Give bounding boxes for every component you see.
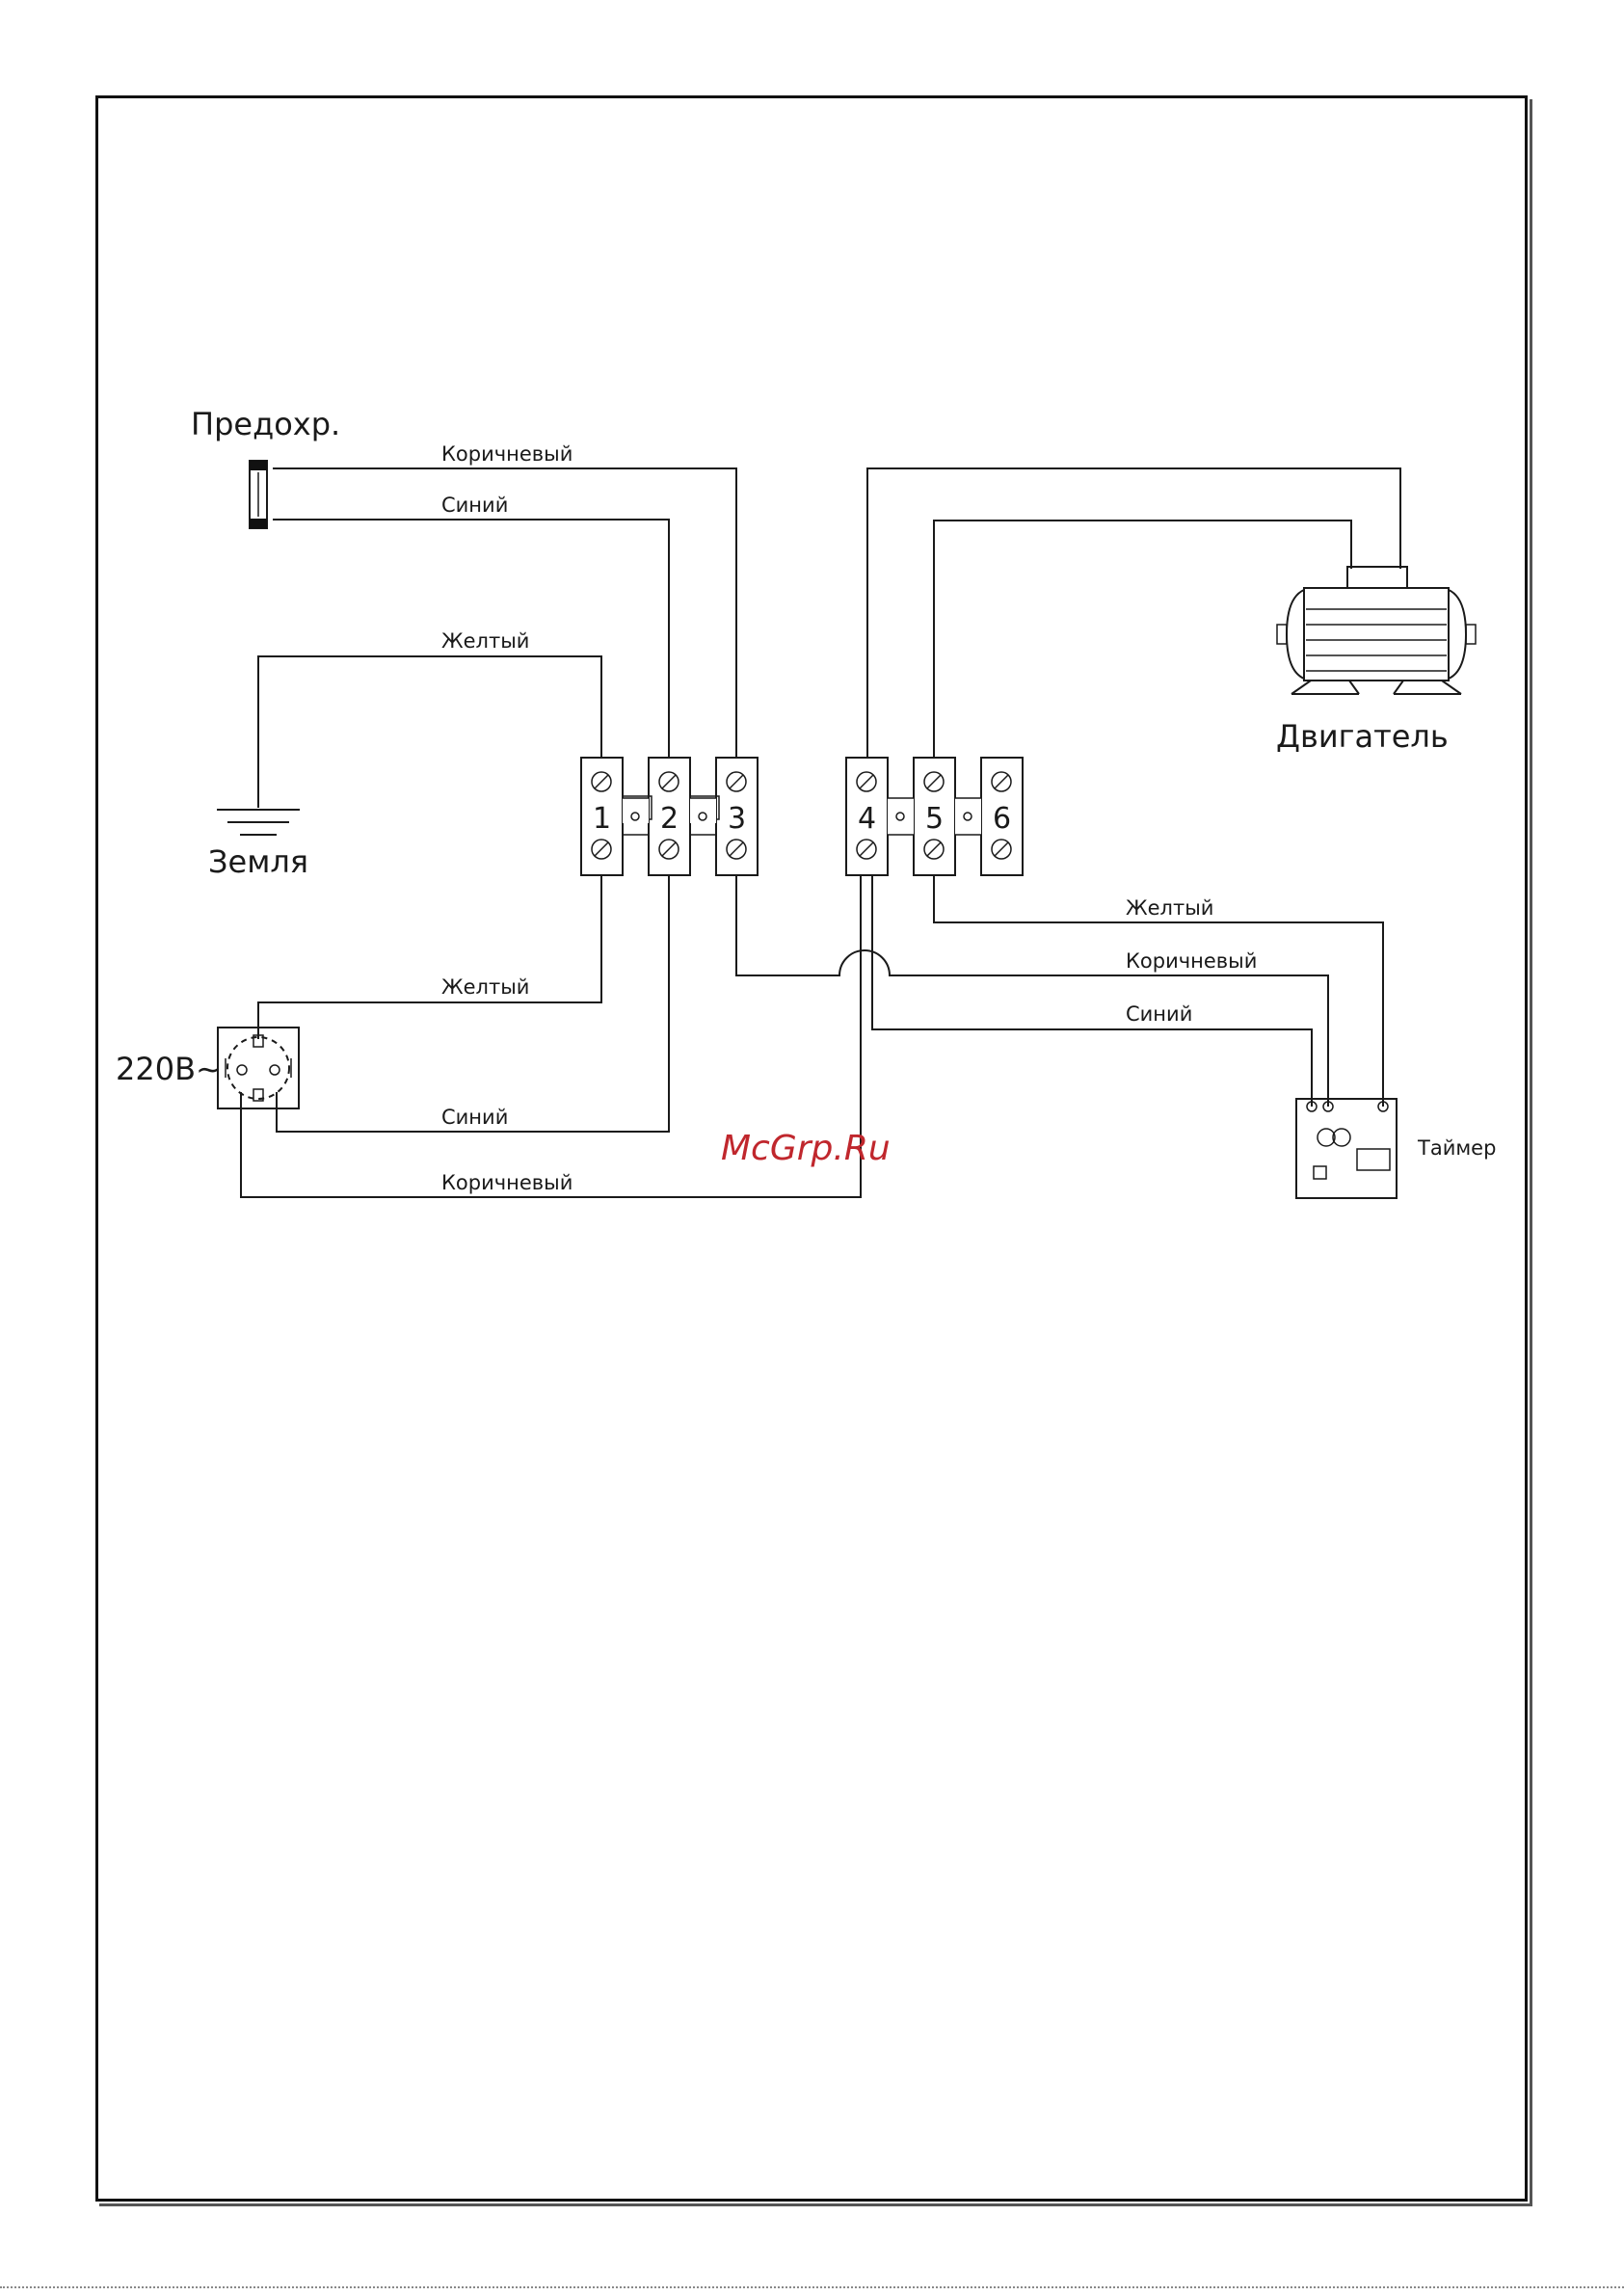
wire-label-socket-brown: Коричневый	[441, 1171, 572, 1194]
wire-motor-4	[867, 468, 1400, 758]
ground-icon	[217, 810, 300, 835]
fuse-label: Предохр.	[191, 406, 340, 442]
wire-label-timer-brown: Коричневый	[1126, 949, 1257, 973]
fuse-icon	[250, 461, 267, 528]
terminal-6-label: 6	[993, 802, 1011, 836]
timer-icon	[1296, 1099, 1397, 1198]
wire-timer-blue	[872, 875, 1312, 1107]
ground-label: Земля	[208, 843, 308, 880]
wire-3-to-4	[736, 875, 1328, 1107]
timer-label: Таймер	[1417, 1136, 1496, 1160]
watermark: McGrp.Ru	[721, 1129, 891, 1168]
wire-label-ground-yellow: Желтый	[441, 629, 529, 653]
terminal-5-label: 5	[925, 802, 944, 836]
wire-label-timer-blue: Синий	[1126, 1002, 1192, 1026]
socket-icon	[218, 1028, 299, 1108]
socket-label: 220В~	[116, 1051, 222, 1087]
motor-icon	[1277, 567, 1476, 694]
wire-label-fuse-brown: Коричневый	[441, 442, 572, 466]
wire-label-timer-yellow: Желтый	[1126, 896, 1213, 920]
motor-label: Двигатель	[1276, 718, 1449, 755]
wire-label-fuse-blue: Синий	[441, 494, 508, 517]
wire-socket-yellow	[258, 875, 601, 1039]
page-edge-dotted-line	[0, 2286, 1624, 2288]
terminal-3-label: 3	[728, 802, 746, 836]
terminal-2-label: 2	[660, 802, 679, 836]
wire-ground-yellow	[258, 656, 601, 808]
terminal-4-label: 4	[858, 802, 876, 836]
wire-label-socket-blue: Синий	[441, 1106, 508, 1129]
terminal-1-label: 1	[593, 802, 611, 836]
wire-label-socket-yellow: Желтый	[441, 975, 529, 999]
wires	[241, 468, 1400, 1197]
